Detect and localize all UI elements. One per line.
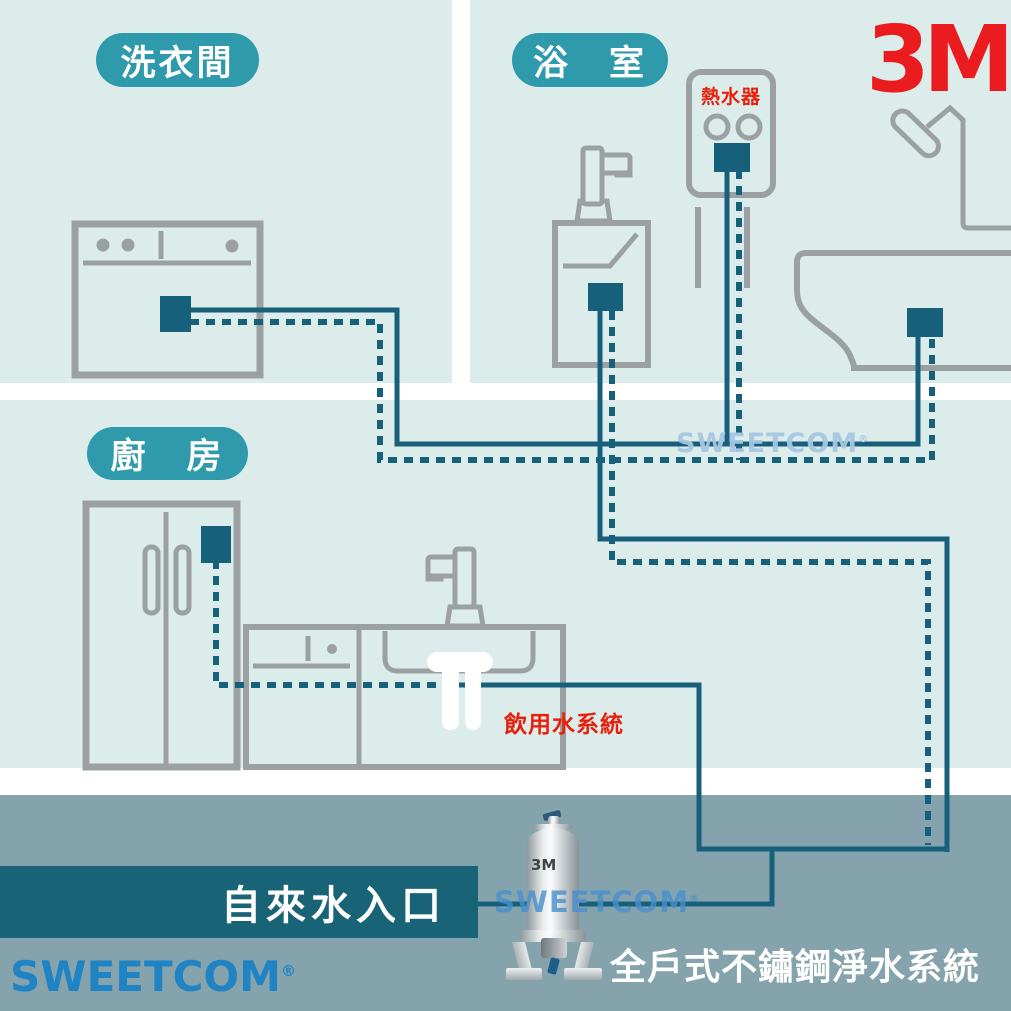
valve-heater xyxy=(714,143,750,172)
floor-slab xyxy=(0,768,1011,795)
washer-knob-icon xyxy=(121,238,135,252)
filter-neck-ring xyxy=(534,824,572,830)
wall-horizontal xyxy=(0,383,1011,400)
system-name-label: 全戶式不鏽鋼淨水系統 xyxy=(610,947,981,988)
valve-fridge xyxy=(201,526,231,563)
water-inlet-box: 自來水入口 xyxy=(0,866,478,938)
fridge-handle-icon xyxy=(142,544,161,616)
filter-foot xyxy=(506,968,542,980)
washer-knob-icon xyxy=(225,239,239,253)
valve-toilet xyxy=(907,308,943,337)
pipe-connectors xyxy=(160,143,943,563)
shower-head-icon xyxy=(890,108,941,159)
room-pill-bathroom: 浴 室 xyxy=(512,33,668,87)
pipe-solid-laundry-toilet xyxy=(190,307,921,447)
filter-cylinder xyxy=(527,842,579,932)
heater-dial-icon xyxy=(703,113,731,141)
washer-knob-icon xyxy=(96,238,110,252)
valve-laundry xyxy=(160,296,191,332)
washing-machine-illustration xyxy=(71,220,264,379)
shower-illustration xyxy=(890,104,1011,231)
pipe-solid-bathroom-sink xyxy=(597,311,950,852)
appliance-illustrations xyxy=(71,69,1011,771)
refrigerator-illustration xyxy=(82,500,241,771)
drinking-system-label: 飲用水系統 xyxy=(504,712,624,738)
drinking-filter-icon xyxy=(427,652,493,730)
filter-flange xyxy=(520,930,586,942)
room-pill-laundry: 洗衣間 xyxy=(96,33,259,87)
water-inlet-label: 自來水入口 xyxy=(221,883,446,929)
3m-logo: 3M xyxy=(866,6,1011,113)
filter-dome xyxy=(527,828,579,844)
fridge-handle-icon xyxy=(173,544,192,616)
pipe-dashed-bathroom-sink xyxy=(609,311,931,845)
water-heater-label: 熱水器 xyxy=(700,86,761,108)
sweetcom-logo: SWEETCOM® xyxy=(10,952,296,1001)
pipe-solid-kitchen-manifold xyxy=(450,682,947,852)
toilet-illustration xyxy=(794,250,1011,371)
filter-3m-label: 3M xyxy=(531,856,557,874)
water-heater-illustration xyxy=(686,69,776,288)
heater-dial-icon xyxy=(735,113,763,141)
wall-vertical xyxy=(452,0,470,383)
filter-bracket-center xyxy=(541,938,567,958)
pipe-network xyxy=(190,170,950,907)
filter-foot xyxy=(564,968,602,980)
pipe-dashed-laundry-toilet xyxy=(190,319,935,463)
room-pill-kitchen: 廚 房 xyxy=(87,427,248,480)
valve-bathroom-sink xyxy=(588,283,623,311)
sweetcom-watermark-bottom: SWEETCOM® xyxy=(494,885,701,919)
sweetcom-watermark-middle: SWEETCOM® xyxy=(676,428,870,459)
